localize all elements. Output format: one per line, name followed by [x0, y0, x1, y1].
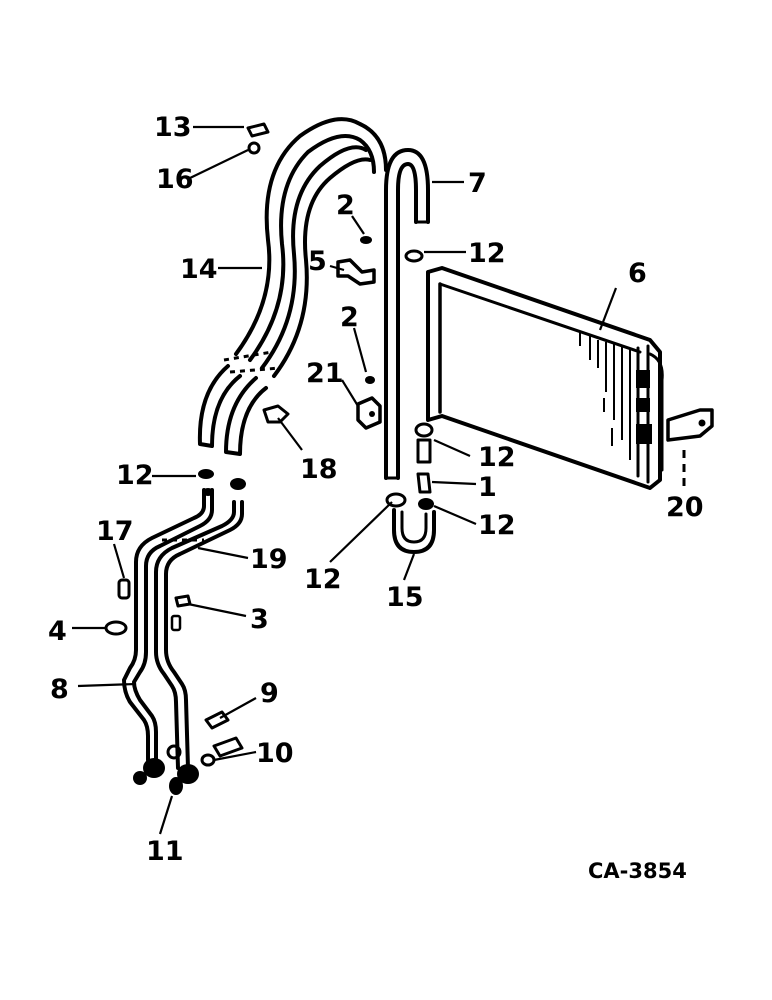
callout-12-right-lower: 12: [478, 510, 516, 541]
callout-17: 17: [96, 516, 134, 547]
leader-lines: [72, 125, 618, 835]
callout-3: 3: [250, 604, 269, 635]
callout-4: 4: [48, 616, 67, 647]
callout-13: 13: [154, 112, 192, 143]
callout-7: 7: [468, 168, 487, 199]
callout-8: 8: [50, 674, 69, 705]
hose-7: [384, 148, 430, 480]
callout-12-left: 12: [116, 460, 154, 491]
callout-12-top: 12: [468, 238, 506, 269]
callout-1: 1: [478, 472, 497, 503]
callout-11: 11: [146, 836, 184, 867]
callout-15: 15: [386, 582, 424, 613]
callout-20: 20: [666, 492, 704, 523]
tube-8: [122, 488, 214, 762]
callout-12-bottom: 12: [304, 564, 342, 595]
callout-10: 10: [256, 738, 294, 769]
hardware-parts: [104, 122, 436, 767]
callout-labels: 13 16 7 2 12 14 5 6 2 21 18 12 12 1 20 1…: [48, 112, 704, 867]
callout-12-right-upper: 12: [478, 442, 516, 473]
callout-14: 14: [180, 254, 218, 285]
hose-14: [197, 117, 388, 456]
callout-2-upper: 2: [336, 190, 355, 221]
callout-16: 16: [156, 164, 194, 195]
callout-9: 9: [260, 678, 279, 709]
callout-2-lower: 2: [340, 302, 359, 333]
mounting-bracket: [666, 408, 714, 488]
callout-19: 19: [250, 544, 288, 575]
drawing-code: CA-3854: [588, 859, 687, 883]
tube-19: [154, 500, 244, 770]
condenser-assembly: [426, 266, 664, 490]
callout-5: 5: [308, 246, 327, 277]
callout-21: 21: [306, 358, 344, 389]
tube-end-fittings: [133, 478, 246, 795]
callout-6: 6: [628, 258, 647, 289]
callout-18: 18: [300, 454, 338, 485]
